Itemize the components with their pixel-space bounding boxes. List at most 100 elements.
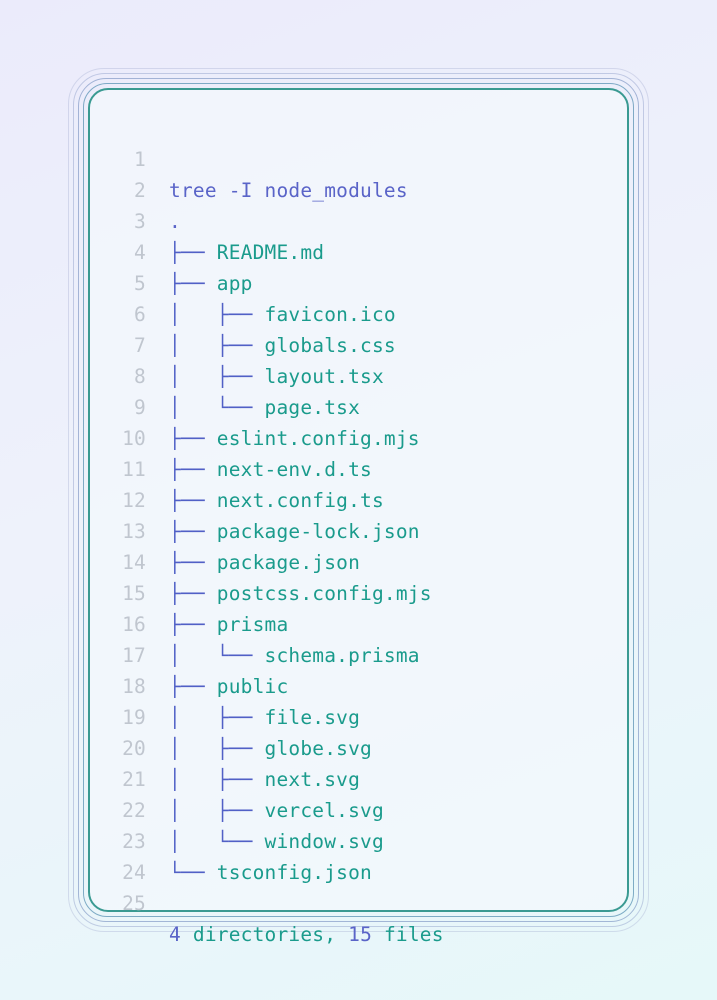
code-line-21: 21 │ ├── vercel.svg bbox=[90, 733, 627, 822]
tree-branch: ├── bbox=[169, 520, 217, 543]
tree-branch: │ ├── bbox=[169, 303, 265, 326]
file-name: postcss.config.mjs bbox=[216, 582, 432, 605]
code-line-6: 6 │ ├── globals.css bbox=[90, 268, 627, 357]
line-number: 18 bbox=[122, 675, 146, 698]
file-name: next-env.d.ts bbox=[216, 458, 372, 481]
root-dir: . bbox=[169, 206, 181, 237]
tree-branch: │ └── bbox=[169, 644, 265, 667]
file-name: file.svg bbox=[264, 706, 361, 729]
tree-branch: │ ├── bbox=[169, 334, 265, 357]
code-line-14: 14 ├── postcss.config.mjs bbox=[90, 516, 627, 605]
line-number: 16 bbox=[122, 613, 146, 636]
file-name: next.svg bbox=[264, 768, 361, 791]
tree-branch: ├── bbox=[169, 675, 217, 698]
tree-entry: ├── prisma bbox=[169, 609, 288, 640]
file-name: README.md bbox=[216, 241, 325, 264]
tree-entry: ├── public bbox=[169, 671, 288, 702]
tree-branch: ├── bbox=[169, 427, 217, 450]
tree-branch: │ └── bbox=[169, 396, 265, 419]
tree-branch: │ ├── bbox=[169, 768, 265, 791]
tree-branch: ├── bbox=[169, 458, 217, 481]
code-line-18: 18 │ ├── file.svg bbox=[90, 640, 627, 729]
directory-label: directories, bbox=[180, 923, 349, 946]
tree-entry: │ ├── layout.tsx bbox=[169, 361, 384, 392]
tree-branch: ├── bbox=[169, 241, 217, 264]
file-name: vercel.svg bbox=[264, 799, 384, 822]
line-number: 10 bbox=[122, 427, 146, 450]
tree-entry: │ ├── globals.css bbox=[169, 330, 396, 361]
line-number: 14 bbox=[122, 551, 146, 574]
tree-entry: │ └── schema.prisma bbox=[169, 640, 420, 671]
code-line-1: 1 tree -I node_modules bbox=[90, 113, 627, 202]
file-name: layout.tsx bbox=[264, 365, 384, 388]
code-line-20: 20 │ ├── next.svg bbox=[90, 702, 627, 791]
code-line-13: 13 ├── package.json bbox=[90, 485, 627, 574]
line-number: 24 bbox=[122, 861, 146, 884]
file-name: schema.prisma bbox=[264, 644, 420, 667]
file-name: globe.svg bbox=[264, 737, 372, 760]
tree-entry: ├── next.config.ts bbox=[169, 485, 384, 516]
outer-frame-ring-4 bbox=[68, 68, 649, 932]
tree-entry: └── tsconfig.json bbox=[169, 857, 372, 888]
folder-name: prisma bbox=[216, 613, 289, 636]
code-line-16: 16 │ └── schema.prisma bbox=[90, 578, 627, 667]
tree-branch: │ └── bbox=[169, 830, 265, 853]
code-line-11: 11 ├── next.config.ts bbox=[90, 423, 627, 512]
line-number: 1 bbox=[134, 148, 146, 171]
code-line-24: 24 bbox=[90, 826, 627, 884]
file-count: 15 bbox=[348, 923, 373, 946]
folder-name: app bbox=[216, 272, 253, 295]
tree-branch: ├── bbox=[169, 613, 217, 636]
code-block: 1 tree -I node_modules 2 . 3 ├── README.… bbox=[90, 113, 627, 946]
tree-entry: │ ├── favicon.ico bbox=[169, 299, 396, 330]
tree-entry: │ ├── globe.svg bbox=[169, 733, 372, 764]
code-line-5: 5 │ ├── favicon.ico bbox=[90, 237, 627, 326]
tree-entry: ├── package-lock.json bbox=[169, 516, 420, 547]
file-label: files bbox=[372, 923, 444, 946]
tree-branch: ├── bbox=[169, 489, 217, 512]
line-number: 21 bbox=[122, 768, 146, 791]
tree-branch: │ ├── bbox=[169, 799, 265, 822]
tree-entry: │ ├── vercel.svg bbox=[169, 795, 384, 826]
outer-frame-ring-2 bbox=[78, 78, 639, 922]
outer-frame-ring-3 bbox=[73, 73, 644, 927]
line-number: 4 bbox=[134, 241, 146, 264]
line-number: 13 bbox=[122, 520, 146, 543]
code-line-19: 19 │ ├── globe.svg bbox=[90, 671, 627, 760]
code-line-15: 15 ├── prisma bbox=[90, 547, 627, 636]
tree-summary: 4 directories, 15 files bbox=[169, 919, 444, 950]
line-number: 17 bbox=[122, 644, 146, 667]
line-number: 22 bbox=[122, 799, 146, 822]
line-number: 23 bbox=[122, 830, 146, 853]
line-number: 3 bbox=[134, 210, 146, 233]
line-number: 11 bbox=[122, 458, 146, 481]
folder-name: public bbox=[216, 675, 289, 698]
line-number: 8 bbox=[134, 365, 146, 388]
code-line-8: 8 │ └── page.tsx bbox=[90, 330, 627, 419]
code-line-12: 12 ├── package-lock.json bbox=[90, 454, 627, 543]
line-number: 19 bbox=[122, 706, 146, 729]
line-number: 12 bbox=[122, 489, 146, 512]
file-name: next.config.ts bbox=[216, 489, 384, 512]
file-name: package-lock.json bbox=[216, 520, 420, 543]
tree-entry: │ └── window.svg bbox=[169, 826, 384, 857]
code-line-3: 3 ├── README.md bbox=[90, 175, 627, 264]
code-line-9: 9 ├── eslint.config.mjs bbox=[90, 361, 627, 450]
code-line-17: 17 ├── public bbox=[90, 609, 627, 698]
code-line-2: 2 . bbox=[90, 144, 627, 233]
tree-branch: │ ├── bbox=[169, 706, 265, 729]
file-name: package.json bbox=[216, 551, 361, 574]
file-name: page.tsx bbox=[264, 396, 361, 419]
code-line-7: 7 │ ├── layout.tsx bbox=[90, 299, 627, 388]
tree-entry: │ └── page.tsx bbox=[169, 392, 360, 423]
command-text: tree -I node_modules bbox=[169, 175, 408, 206]
tree-branch: └── bbox=[169, 861, 217, 884]
tree-entry: ├── package.json bbox=[169, 547, 360, 578]
file-name: tsconfig.json bbox=[216, 861, 372, 884]
line-number: 2 bbox=[134, 179, 146, 202]
tree-branch: ├── bbox=[169, 272, 217, 295]
line-number: 7 bbox=[134, 334, 146, 357]
file-name: globals.css bbox=[264, 334, 396, 357]
code-card: 1 tree -I node_modules 2 . 3 ├── README.… bbox=[88, 88, 629, 946]
code-line-22: 22 │ └── window.svg bbox=[90, 764, 627, 853]
